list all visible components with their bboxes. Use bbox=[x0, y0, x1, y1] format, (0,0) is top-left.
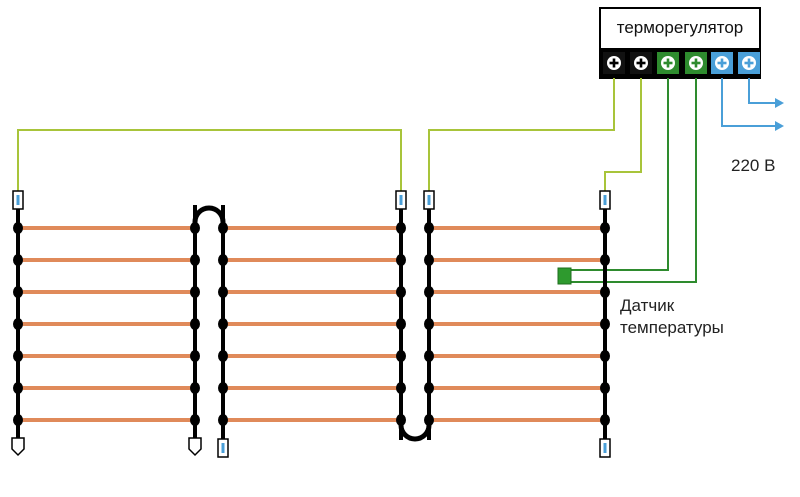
bus-clip bbox=[190, 414, 200, 426]
bus-clip bbox=[396, 318, 406, 330]
end-cap-bottom-2 bbox=[188, 437, 202, 457]
mat-section-1 bbox=[13, 205, 200, 440]
bus-clip bbox=[218, 286, 228, 298]
bus-clip bbox=[13, 318, 23, 330]
bus-clip bbox=[396, 286, 406, 298]
bus-clip bbox=[424, 318, 434, 330]
connector-top-3 bbox=[423, 190, 435, 210]
bus-clip bbox=[600, 222, 610, 234]
bus-clip bbox=[600, 254, 610, 266]
bus-clip bbox=[13, 286, 23, 298]
terminal-5 bbox=[711, 52, 733, 74]
bus-clip bbox=[13, 222, 23, 234]
terminal-6 bbox=[738, 52, 760, 74]
sensor-label-line2: температуры bbox=[620, 318, 724, 337]
thermostat-box bbox=[599, 7, 761, 79]
mains-wire-1 bbox=[721, 78, 780, 127]
bus-clip bbox=[190, 382, 200, 394]
bus-clip bbox=[600, 350, 610, 362]
bus-clip bbox=[190, 350, 200, 362]
bus-clip bbox=[424, 382, 434, 394]
bus-clip bbox=[424, 350, 434, 362]
mat-section-3 bbox=[424, 205, 610, 440]
sensor-wires bbox=[570, 78, 697, 283]
terminal-2 bbox=[630, 52, 652, 74]
mat-loops bbox=[192, 205, 432, 442]
sensor-wire-1 bbox=[570, 78, 669, 271]
mains-wires bbox=[721, 78, 784, 131]
bus-clip bbox=[13, 414, 23, 426]
bus-clip bbox=[396, 254, 406, 266]
terminal-1 bbox=[603, 52, 625, 74]
mat-section-2 bbox=[218, 205, 406, 440]
bus-clip bbox=[218, 318, 228, 330]
bus-clip bbox=[600, 318, 610, 330]
end-cap-bottom-1 bbox=[11, 437, 25, 457]
bus-clip bbox=[396, 382, 406, 394]
thermostat-title: терморегулятор bbox=[616, 18, 744, 37]
bus-clip bbox=[600, 414, 610, 426]
bus-clip bbox=[396, 350, 406, 362]
mains-arrow-2 bbox=[775, 98, 784, 108]
mains-voltage-label: 220 В bbox=[731, 156, 776, 175]
bus-clip bbox=[396, 222, 406, 234]
bus-clip bbox=[218, 254, 228, 266]
sensor-label: Датчик температуры bbox=[620, 295, 724, 339]
power-lead-1 bbox=[428, 78, 615, 195]
bus-clip bbox=[13, 254, 23, 266]
sensor-label-line1: Датчик bbox=[620, 296, 675, 315]
connector-top-4 bbox=[599, 190, 611, 210]
bus-clip bbox=[424, 286, 434, 298]
power-leads bbox=[17, 78, 642, 195]
bus-clip bbox=[190, 286, 200, 298]
bus-clip bbox=[600, 382, 610, 394]
loop-top bbox=[192, 205, 226, 228]
sensor-wire-2 bbox=[570, 78, 697, 283]
terminal-3 bbox=[657, 52, 679, 74]
mains-wire-2 bbox=[748, 78, 780, 104]
temperature-sensor bbox=[557, 267, 572, 285]
bus-clip bbox=[190, 318, 200, 330]
bus-clip bbox=[13, 382, 23, 394]
connector-top-1 bbox=[12, 190, 24, 210]
connector-bottom-1 bbox=[217, 438, 229, 458]
connector-bottom-2 bbox=[599, 438, 611, 458]
bus-clip bbox=[190, 254, 200, 266]
bus-clip bbox=[424, 254, 434, 266]
heating-mat bbox=[13, 205, 610, 440]
bus-clip bbox=[424, 222, 434, 234]
bus-clip bbox=[218, 414, 228, 426]
power-lead-2 bbox=[604, 78, 642, 195]
loop-bottom bbox=[398, 420, 432, 442]
connector-top-2 bbox=[395, 190, 407, 210]
bus-clip bbox=[13, 350, 23, 362]
bus-clip bbox=[218, 382, 228, 394]
bus-clip bbox=[218, 350, 228, 362]
bus-clip bbox=[600, 286, 610, 298]
mains-arrow-1 bbox=[775, 121, 784, 131]
power-lead-left bbox=[17, 129, 402, 195]
terminal-4 bbox=[685, 52, 707, 74]
mat-end-caps bbox=[11, 190, 611, 458]
